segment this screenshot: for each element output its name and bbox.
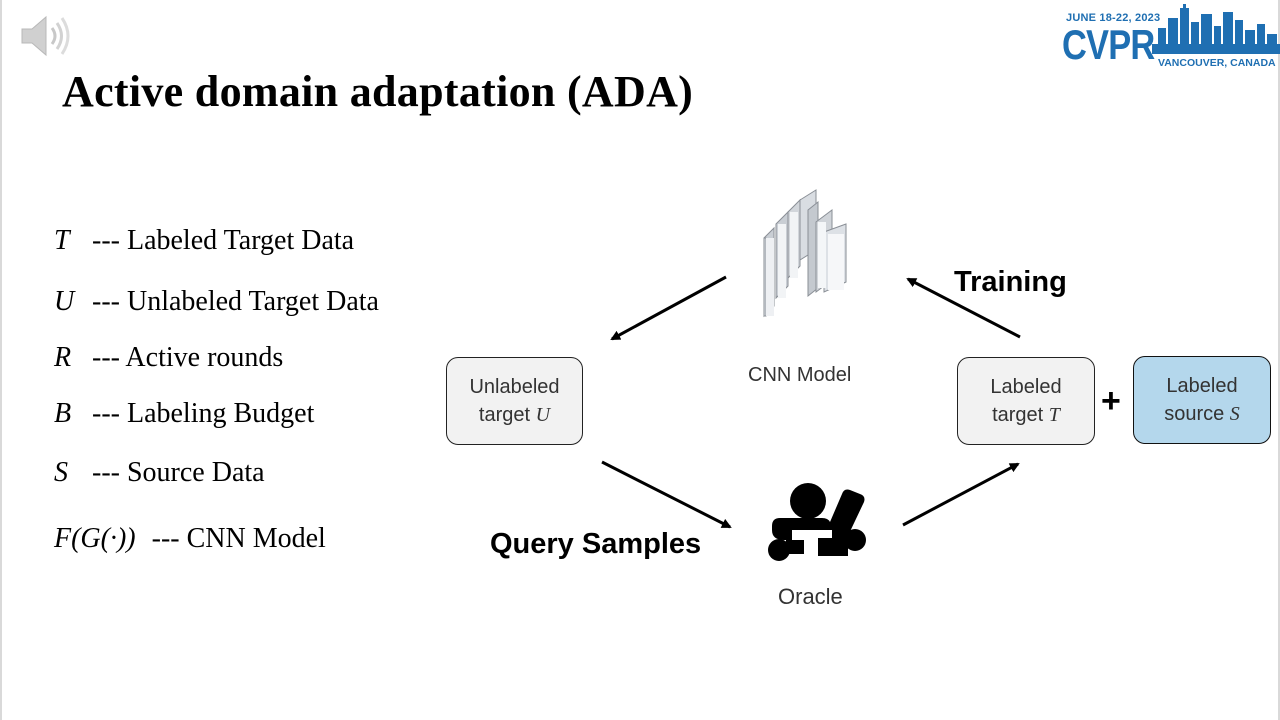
box-variable: U: [535, 404, 551, 426]
definition-item: R --- Active rounds: [54, 342, 283, 374]
plus-sign: +: [1101, 382, 1121, 420]
arrow-cnn-to-unlabeled: [610, 275, 727, 341]
arrow-unlabeled-to-oracle: [601, 460, 732, 529]
speaker-icon[interactable]: [18, 12, 72, 60]
definition-symbol: U: [54, 286, 75, 317]
cnn-model-label: CNN Model: [748, 364, 852, 386]
oracle-label: Oracle: [778, 584, 843, 609]
definition-symbol: F(G(·)): [54, 523, 136, 554]
definition-item: S --- Source Data: [54, 457, 265, 489]
box-line1: Labeled: [1166, 375, 1238, 397]
box-variable: S: [1229, 403, 1240, 425]
definition-item: B --- Labeling Budget: [54, 398, 314, 430]
box-line1: Unlabeled: [469, 376, 560, 398]
box-line2: target: [992, 404, 1044, 426]
definition-text: --- CNN Model: [151, 523, 326, 554]
labeled-source-box: Labeled source S: [1133, 356, 1271, 444]
labeled-target-box: Labeled target T: [957, 357, 1095, 445]
definition-symbol: S: [54, 457, 68, 488]
logo-name: CVPR: [1062, 21, 1155, 68]
definition-item: T --- Labeled Target Data: [54, 225, 354, 257]
slide-frame-left: [0, 0, 2, 720]
cvpr-logo: JUNE 18-22, 2023 CVPR VANCOUVER, CANADA: [1060, 2, 1280, 74]
query-samples-label: Query Samples: [490, 528, 702, 560]
box-line2: source: [1164, 403, 1225, 425]
definition-symbol: T: [54, 225, 70, 256]
definition-item: U --- Unlabeled Target Data: [54, 286, 379, 318]
definition-symbol: R: [54, 342, 72, 373]
person-reading-icon: [768, 483, 866, 561]
box-line1: Labeled: [990, 376, 1062, 398]
logo-date: JUNE 18-22, 2023: [1066, 12, 1161, 24]
cnn-layers-icon: [763, 189, 847, 318]
definition-text: --- Labeled Target Data: [92, 225, 355, 256]
definition-symbol: B: [54, 398, 72, 429]
slide-frame-right: [1278, 0, 1280, 720]
definition-text: --- Source Data: [92, 457, 265, 488]
arrow-labeled-to-cnn: [906, 277, 1021, 339]
arrow-oracle-to-labeled: [902, 462, 1020, 527]
box-variable: T: [1048, 404, 1060, 426]
box-line2: target: [478, 404, 531, 426]
slide-title: Active domain adaptation (ADA): [62, 67, 694, 116]
skyline-icon: [1152, 4, 1280, 54]
training-label: Training: [954, 266, 1067, 298]
definition-text: --- Active rounds: [92, 342, 284, 373]
definition-text: --- Labeling Budget: [92, 398, 315, 429]
unlabeled-target-box: Unlabeled target U: [446, 357, 583, 445]
definition-item: F(G(·)) --- CNN Model: [54, 523, 326, 555]
definition-text: --- Unlabeled Target Data: [92, 286, 379, 317]
logo-location: VANCOUVER, CANADA: [1158, 57, 1276, 69]
